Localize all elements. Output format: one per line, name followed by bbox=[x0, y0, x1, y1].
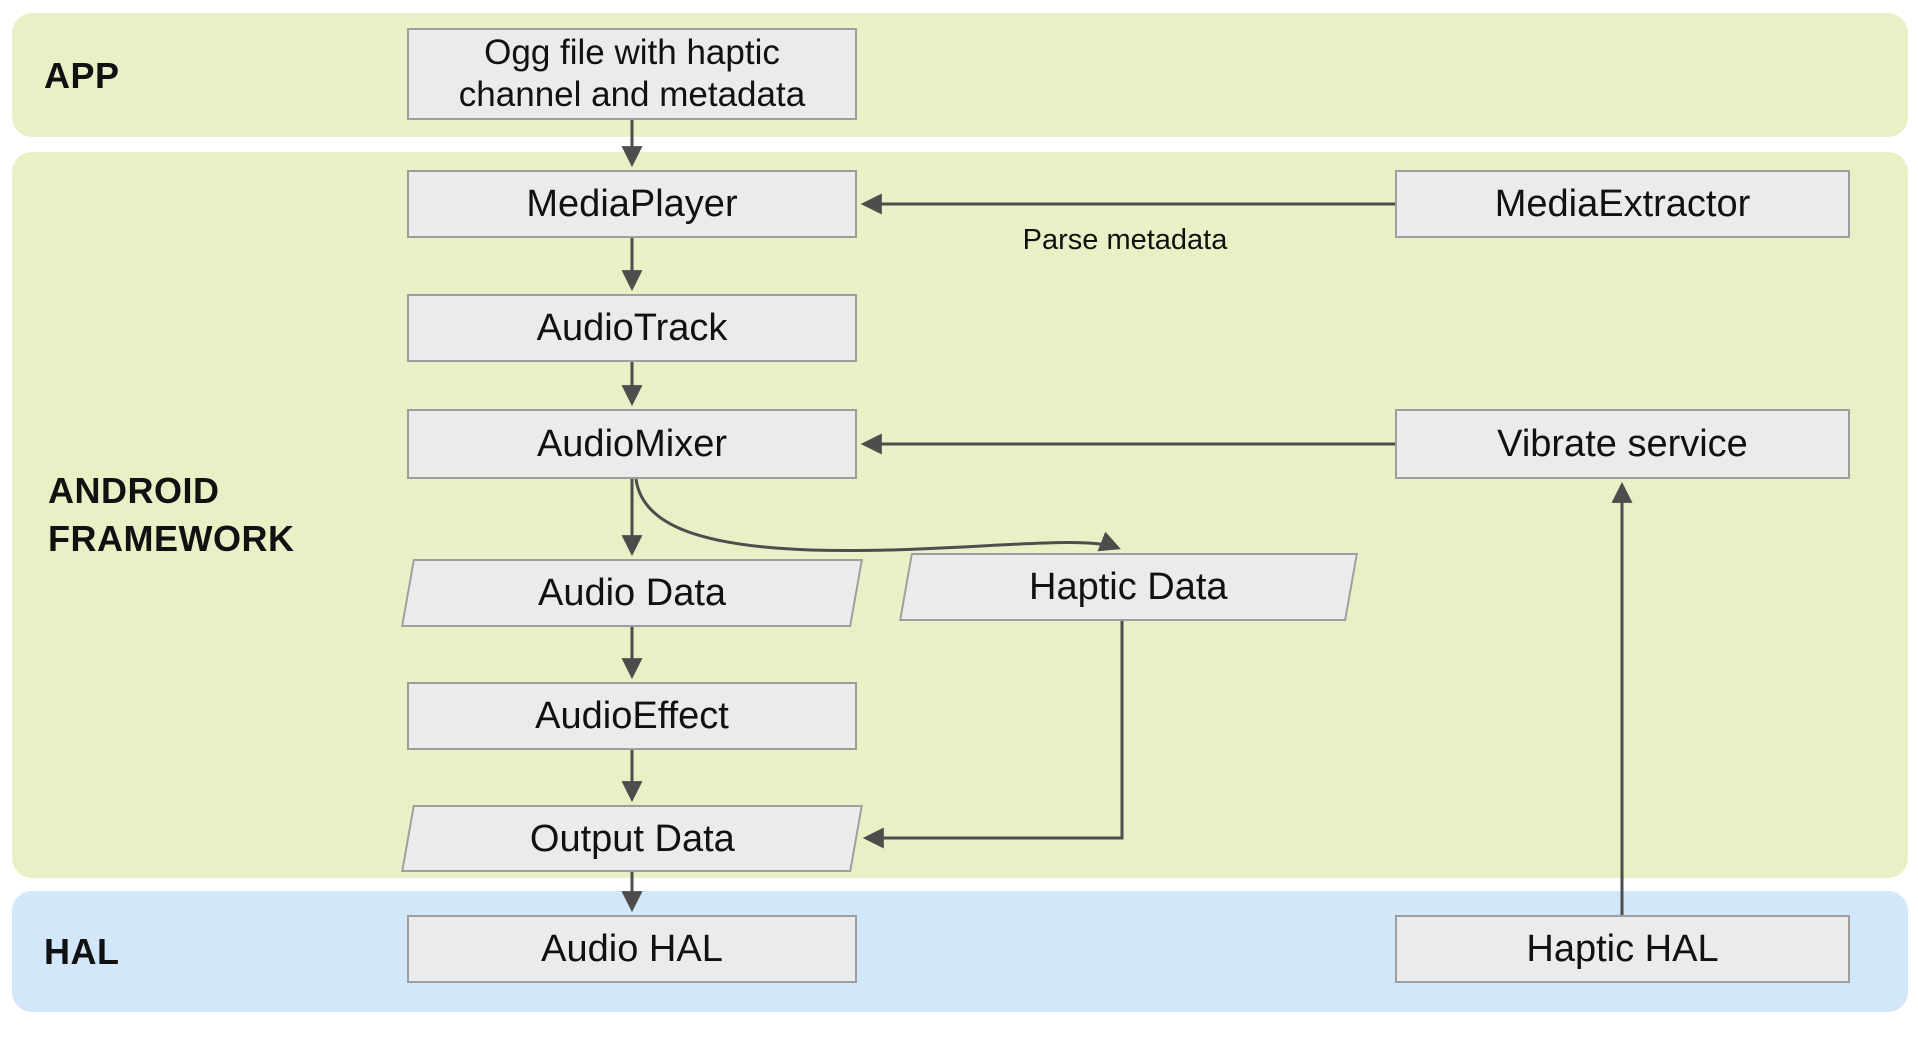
arrow-hapticdata-to-outputdata bbox=[862, 621, 1124, 849]
node-output-data: Output Data bbox=[401, 805, 863, 872]
node-ogg-file: Ogg file with haptic channel and metadat… bbox=[407, 28, 857, 120]
node-audio-data: Audio Data bbox=[401, 559, 863, 627]
node-audioeffect-label: AudioEffect bbox=[535, 695, 729, 737]
node-mediaextractor: MediaExtractor bbox=[1395, 170, 1850, 238]
node-mediaplayer-label: MediaPlayer bbox=[526, 183, 738, 225]
node-haptic-hal: Haptic HAL bbox=[1395, 915, 1850, 983]
node-mediaplayer: MediaPlayer bbox=[407, 170, 857, 238]
node-haptic-data-label: Haptic Data bbox=[1029, 566, 1228, 608]
node-vibrate-service-label: Vibrate service bbox=[1497, 423, 1748, 465]
node-audioeffect: AudioEffect bbox=[407, 682, 857, 750]
edge-label-parse-metadata: Parse metadata bbox=[1022, 224, 1228, 256]
band-android-framework bbox=[12, 152, 1908, 878]
node-ogg-file-label: Ogg file with haptic channel and metadat… bbox=[458, 33, 806, 114]
node-haptic-data: Haptic Data bbox=[899, 553, 1358, 621]
band-hal-label: HAL bbox=[44, 931, 120, 972]
node-audio-hal: Audio HAL bbox=[407, 915, 857, 983]
band-app-label: APP bbox=[44, 55, 120, 96]
node-audiomixer: AudioMixer bbox=[407, 409, 857, 479]
node-audio-hal-label: Audio HAL bbox=[541, 928, 723, 970]
band-android-framework-label: ANDROID FRAMEWORK bbox=[48, 470, 295, 559]
node-output-data-label: Output Data bbox=[529, 817, 735, 860]
band-app bbox=[12, 13, 1908, 137]
node-audiotrack: AudioTrack bbox=[407, 294, 857, 362]
node-vibrate-service: Vibrate service bbox=[1395, 409, 1850, 479]
node-mediaextractor-label: MediaExtractor bbox=[1494, 183, 1751, 225]
node-audio-data-label: Audio Data bbox=[537, 572, 726, 614]
node-audiomixer-label: AudioMixer bbox=[536, 423, 728, 465]
node-haptic-hal-label: Haptic HAL bbox=[1526, 928, 1719, 970]
node-audiotrack-label: AudioTrack bbox=[536, 307, 728, 349]
arrow-audiomixer-to-hapticdata bbox=[634, 478, 1121, 552]
